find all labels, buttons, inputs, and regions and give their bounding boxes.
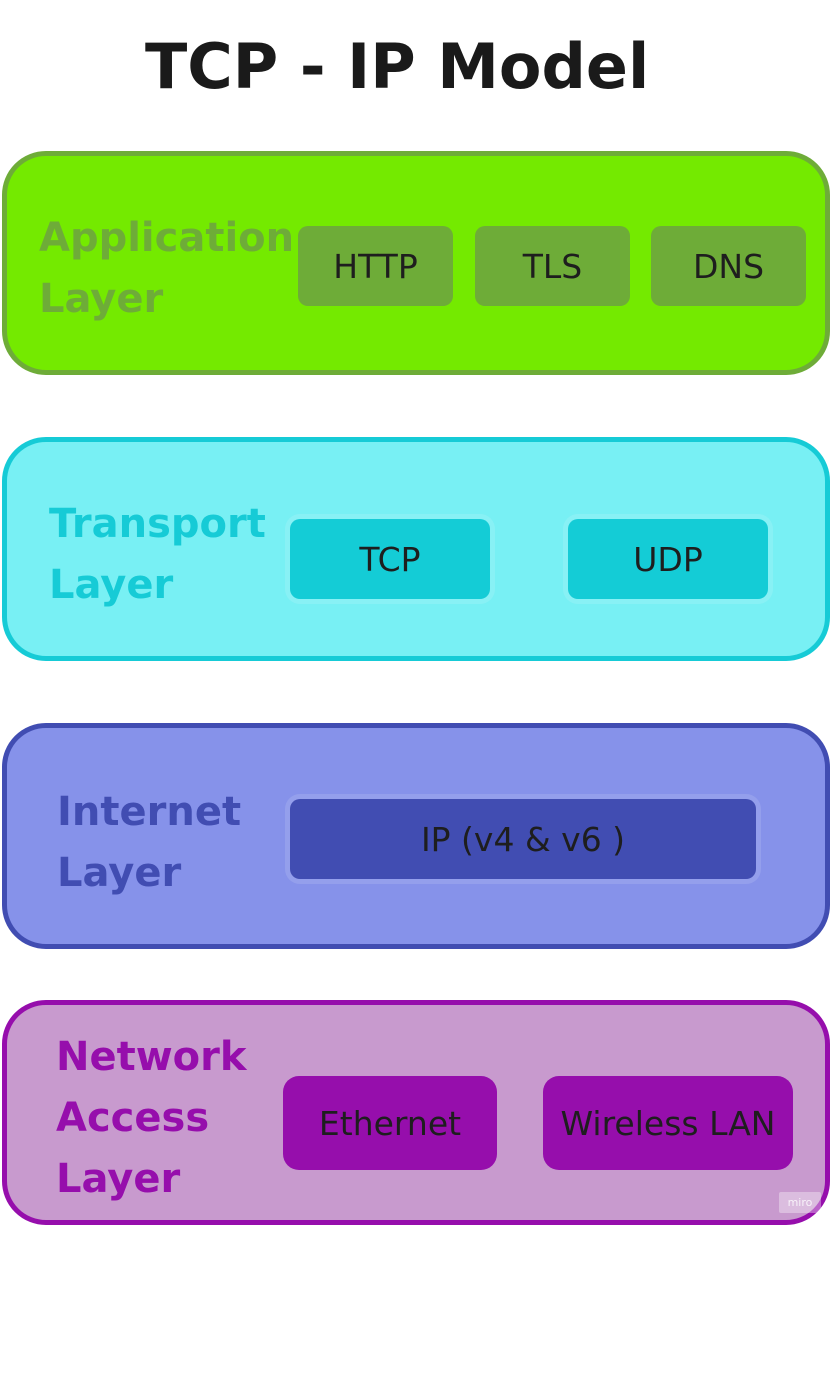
application-layer-label: Application Layer: [39, 208, 294, 330]
protocol-tls: TLS: [475, 226, 630, 306]
miro-watermark-logo: miro: [779, 1192, 821, 1213]
protocol-wireless-lan: Wireless LAN: [543, 1076, 793, 1170]
internet-layer-label: Internet Layer: [57, 782, 241, 904]
protocol-ip: IP (v4 & v6 ): [290, 799, 756, 879]
internet-layer: Internet Layer IP (v4 & v6 ): [2, 723, 830, 949]
protocol-http: HTTP: [298, 226, 453, 306]
network-access-layer-label-line-1: Network: [56, 1034, 247, 1080]
protocol-dns: DNS: [651, 226, 806, 306]
internet-layer-label-line-1: Internet: [57, 789, 242, 835]
application-layer-label-line-1: Application: [39, 215, 295, 261]
network-access-layer: Network Access Layer Ethernet Wireless L…: [2, 1000, 830, 1225]
network-access-layer-label-line-3: Layer: [56, 1156, 181, 1202]
transport-layer-label-line-2: Layer: [49, 562, 174, 608]
transport-layer: Transport Layer TCP UDP: [2, 437, 830, 661]
internet-layer-label-line-2: Layer: [57, 850, 182, 896]
application-layer: Application Layer HTTP TLS DNS: [2, 151, 830, 375]
network-access-layer-label: Network Access Layer: [56, 1027, 247, 1210]
transport-layer-label: Transport Layer: [49, 494, 266, 616]
protocol-udp: UDP: [568, 519, 768, 599]
diagram-title: TCP - IP Model: [145, 30, 650, 103]
network-access-layer-label-line-2: Access: [56, 1095, 210, 1141]
protocol-tcp: TCP: [290, 519, 490, 599]
transport-layer-label-line-1: Transport: [49, 501, 266, 547]
protocol-ethernet: Ethernet: [283, 1076, 497, 1170]
application-layer-label-line-2: Layer: [39, 276, 164, 322]
